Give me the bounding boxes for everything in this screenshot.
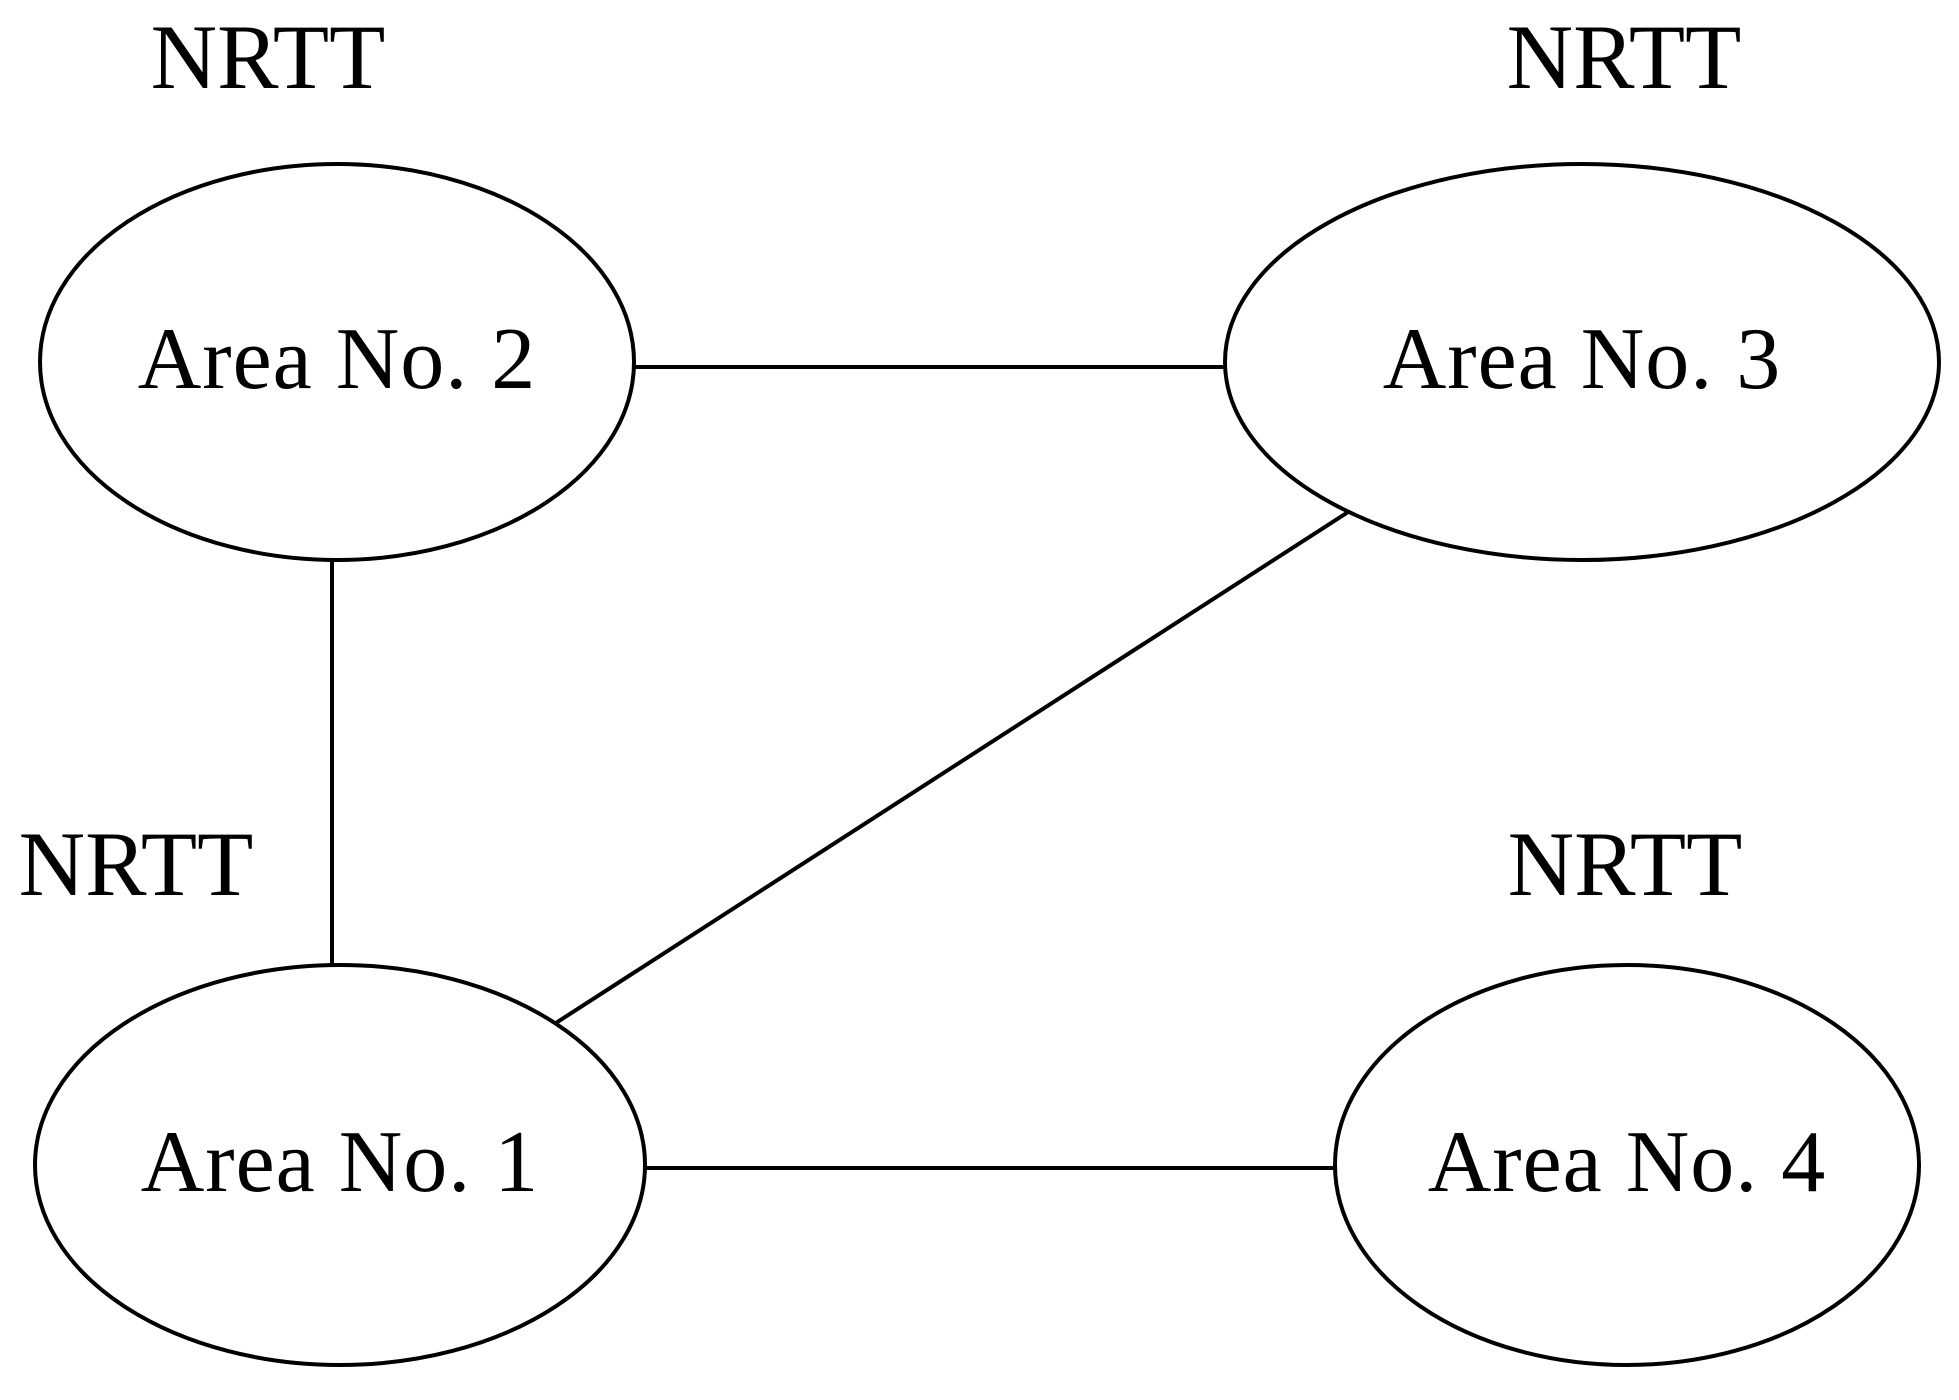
node-area1-label: Area No. 1	[141, 1114, 540, 1211]
edge-area1-area3	[543, 474, 1406, 1032]
node-area2[interactable]: Area No. 2	[38, 162, 636, 562]
node-area2-label: Area No. 2	[138, 311, 537, 408]
node-area3-label: Area No. 3	[1383, 311, 1782, 408]
node-area3[interactable]: Area No. 3	[1223, 162, 1941, 562]
node-area4[interactable]: Area No. 4	[1333, 963, 1921, 1367]
node-area2-shape[interactable]	[38, 162, 636, 562]
node-area1[interactable]: Area No. 1	[33, 963, 647, 1367]
nrtt-label-mid-right: NRTT	[1508, 813, 1743, 915]
node-area3-shape[interactable]	[1223, 162, 1941, 562]
node-area4-label: Area No. 4	[1428, 1114, 1827, 1211]
nrtt-label-top-right: NRTT	[1507, 6, 1742, 108]
node-area1-shape[interactable]	[33, 963, 647, 1367]
nrtt-label-top-left: NRTT	[151, 6, 386, 108]
node-area4-shape[interactable]	[1333, 963, 1921, 1367]
nrtt-label-mid-left: NRTT	[19, 813, 254, 915]
